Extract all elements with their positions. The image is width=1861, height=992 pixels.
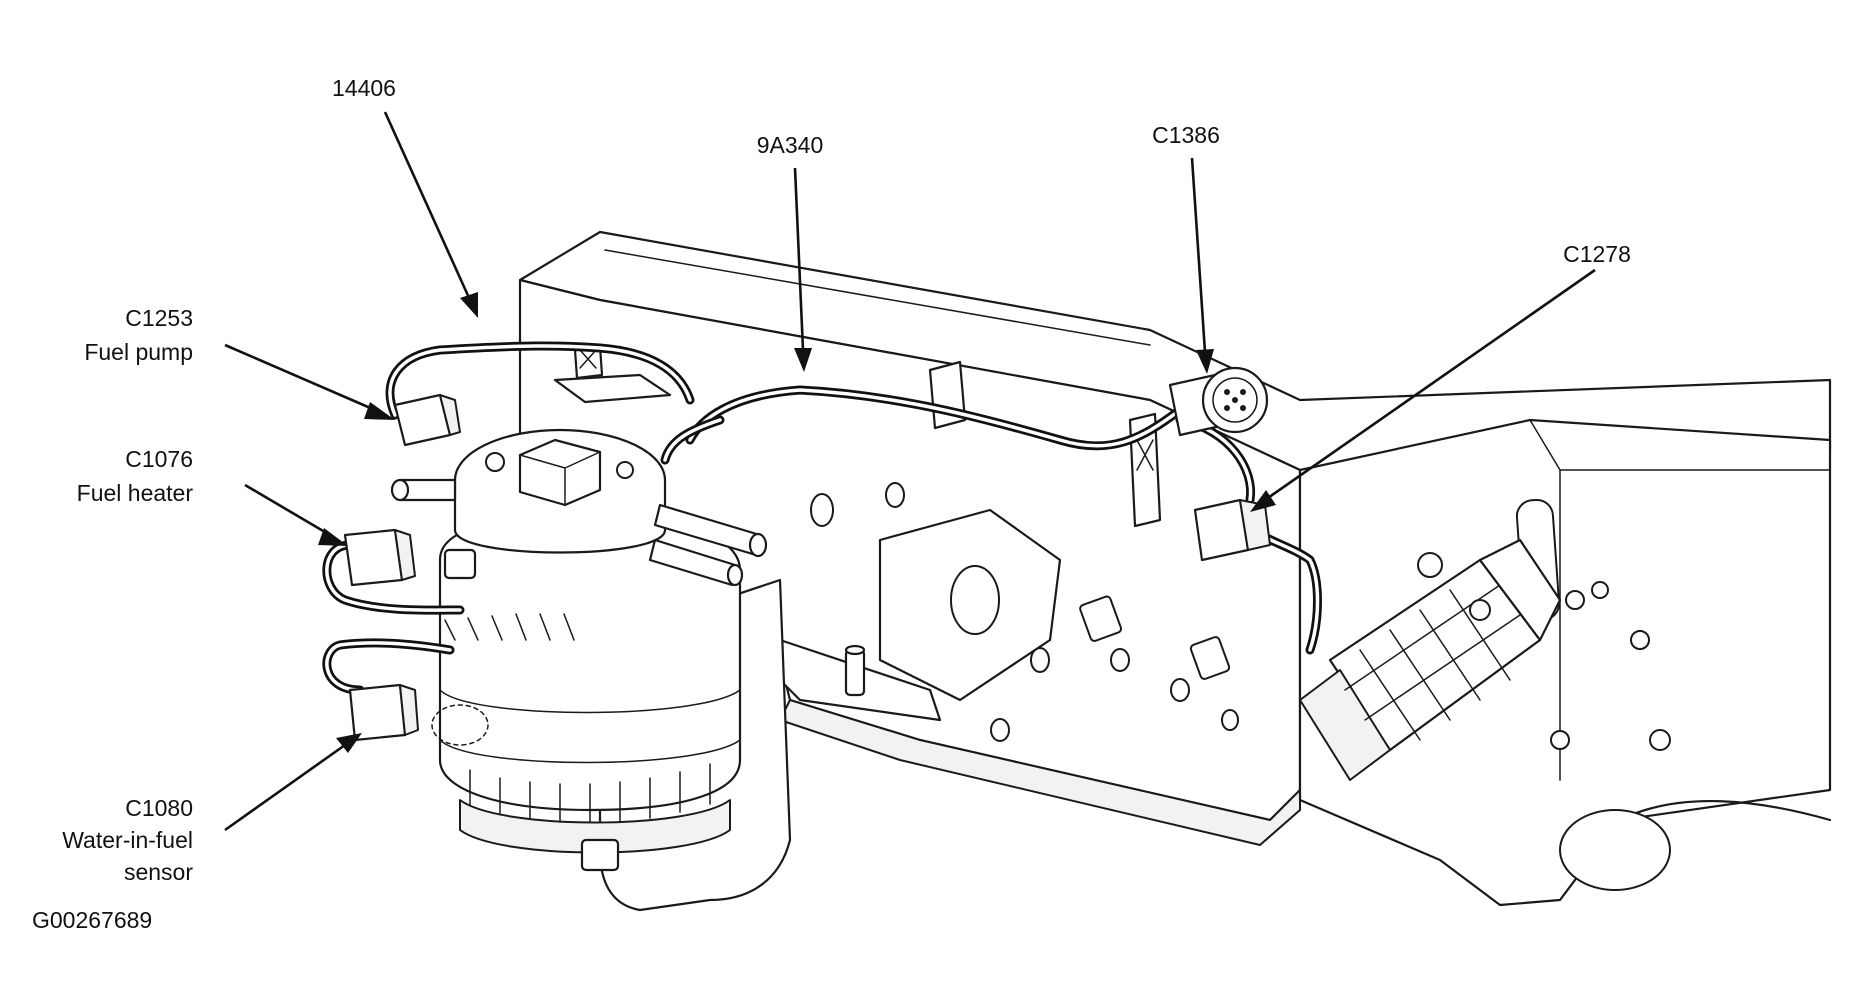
callout-C1278: C1278 — [1563, 241, 1631, 267]
callout-labels: 14406 9A340 C1386 C1278 C1253 Fuel pump … — [32, 75, 1631, 933]
callout-C1080-desc-2: sensor — [124, 859, 193, 885]
callout-C1076-id: C1076 — [125, 446, 193, 472]
callout-14406: 14406 — [332, 75, 396, 101]
callout-C1080-id: C1080 — [125, 795, 193, 821]
fuel-conditioning-module — [390, 428, 792, 912]
connectors — [343, 366, 1562, 781]
figure-id: G00267689 — [32, 907, 152, 933]
leader-lines — [224, 111, 1596, 832]
callout-C1386: C1386 — [1152, 122, 1220, 148]
callout-9A340: 9A340 — [757, 132, 824, 158]
callout-C1253-id: C1253 — [125, 305, 193, 331]
callout-C1076-desc: Fuel heater — [77, 480, 194, 506]
callout-C1080-desc-1: Water-in-fuel — [62, 827, 193, 853]
callout-C1253-desc: Fuel pump — [84, 339, 193, 365]
